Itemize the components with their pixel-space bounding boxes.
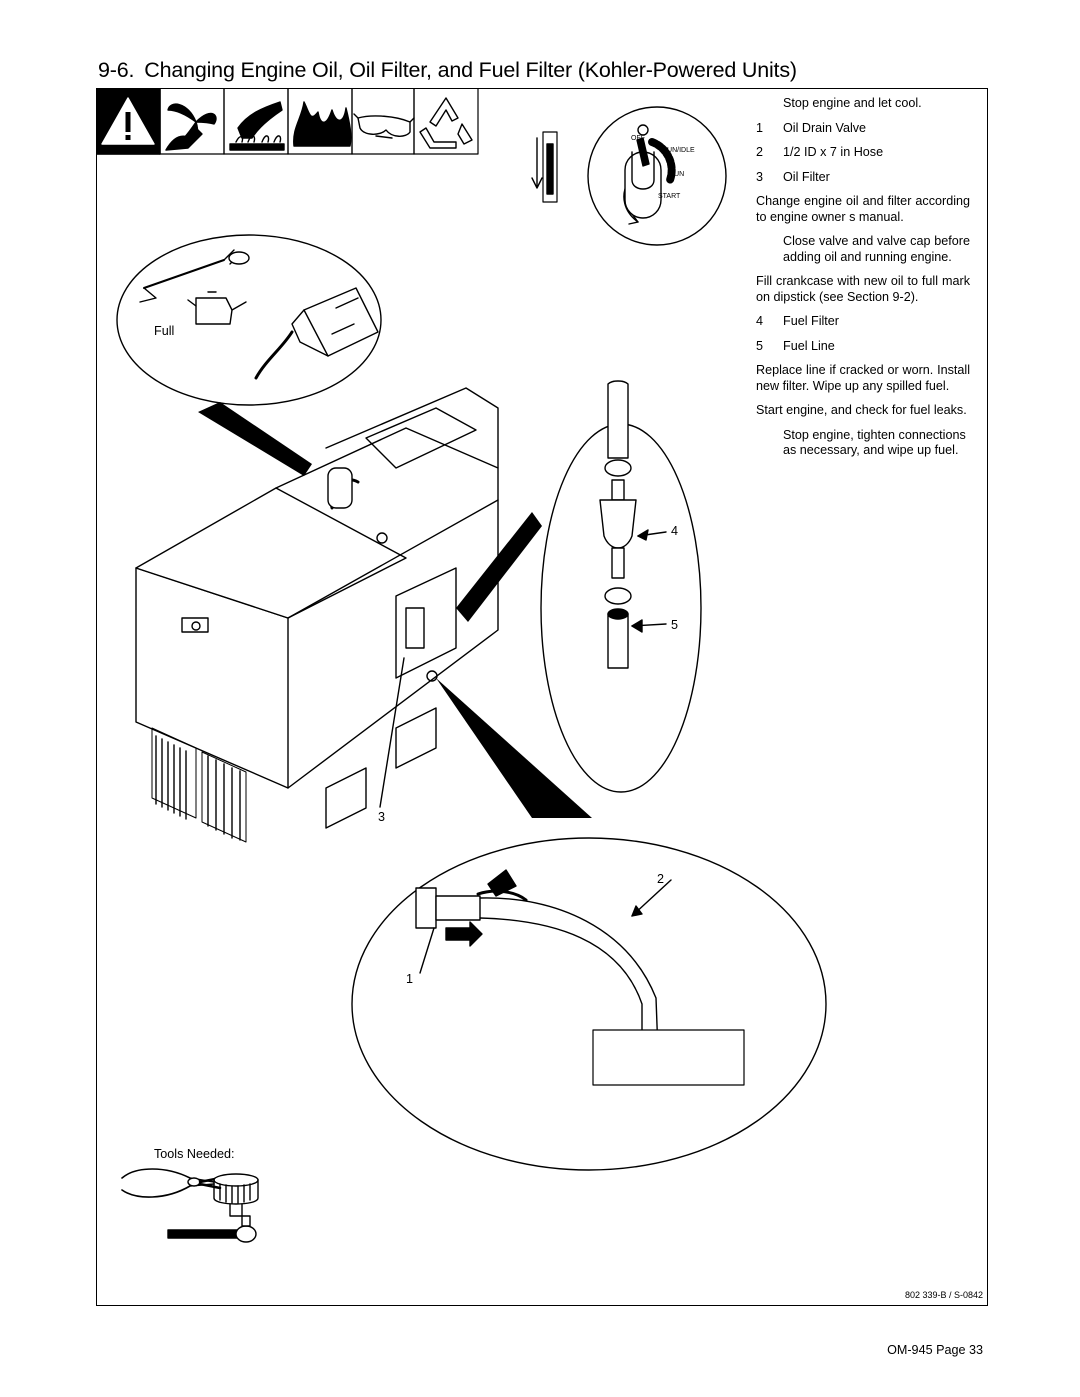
item-number: 3: [756, 169, 764, 184]
change-oil-text: Change engine oil and filter according t…: [756, 194, 970, 224]
tools-needed-label: Tools Needed:: [154, 1147, 235, 1161]
callout-4: 4: [671, 524, 679, 538]
thermometer-icon: [531, 131, 558, 203]
close-valve-text: Close valve and valve cap before adding …: [783, 234, 970, 264]
switch-label-start: START: [658, 193, 681, 200]
welder-generator-unit: [135, 387, 499, 843]
list-item: 3 Oil Filter: [756, 170, 970, 186]
list-item: 2 1/2 ID x 7 in Hose: [756, 145, 970, 161]
item-number: 2: [756, 145, 764, 159]
content-frame: [96, 88, 988, 1306]
oil-bottle-icon: [254, 287, 379, 380]
recycle-icon: [413, 88, 473, 155]
fill-crankcase-text: Fill crankcase with new oil to full mark…: [756, 274, 970, 304]
stop-tighten-text: Stop engine, tighten connections as nece…: [783, 427, 966, 458]
safety-glasses-icon: [351, 88, 415, 155]
list-item: 5 Fuel Line: [756, 339, 970, 355]
item-number: 4: [756, 314, 764, 328]
pliers-icon: [121, 1168, 222, 1198]
oil-drain-callout: [351, 837, 827, 1171]
item-label: Fuel Filter: [783, 314, 839, 328]
switch-label-off: OFF: [631, 135, 645, 142]
hazard-icon-strip: [96, 88, 479, 155]
list-item: 4 Fuel Filter: [756, 314, 970, 330]
illustration: [96, 88, 827, 1243]
callout-2: 2: [657, 872, 665, 886]
instructions-column: Stop engine and let cool. 1 Oil Drain Val…: [756, 96, 970, 468]
stop-engine-text: Stop engine and let cool.: [783, 96, 922, 110]
item-label: Oil Filter: [783, 169, 830, 184]
callout-1: 1: [406, 972, 414, 986]
ratchet-icon: [167, 1215, 257, 1243]
switch-label-run-idle: RUN/IDLE: [662, 147, 695, 154]
oil-can-icon: [187, 291, 247, 325]
page-footer: OM-945 Page 33: [887, 1343, 983, 1357]
part-number: 802 339-B / S-0842: [904, 1290, 983, 1300]
section-title: Changing Engine Oil, Oil Filter, and Fue…: [144, 58, 797, 82]
full-mark-label: Full: [154, 324, 175, 338]
start-engine-text: Start engine, and check for fuel leaks.: [756, 403, 967, 417]
fire-icon: [287, 88, 352, 155]
item-label: 1/2 ID x 7 in Hose: [783, 145, 884, 159]
switch-label-run: RUN: [669, 171, 685, 178]
oil-fill-callout: [116, 234, 382, 476]
moving-parts-icon: [159, 88, 217, 155]
page-heading: 9-6. Changing Engine Oil, Oil Filter, and…: [98, 58, 797, 83]
item-label: Oil Drain Valve: [783, 120, 867, 135]
callout-5: 5: [671, 618, 679, 632]
list-item: 1 Oil Drain Valve: [756, 121, 970, 137]
oil-filter-leader: [379, 657, 405, 808]
fuel-filter-callout: [436, 380, 702, 818]
oil-filter-wrench-icon: [213, 1173, 259, 1217]
engine-switch-dial: [587, 106, 727, 246]
item-label: Fuel Line: [783, 338, 835, 353]
replace-line-text: Replace line if cracked or worn. Install…: [756, 363, 970, 393]
callout-3: 3: [378, 810, 386, 824]
item-number: 5: [756, 338, 764, 353]
warning-icon: [96, 88, 161, 155]
hot-parts-icon: [223, 88, 285, 155]
item-number: 1: [756, 120, 764, 135]
section-number: 9-6.: [98, 58, 135, 82]
